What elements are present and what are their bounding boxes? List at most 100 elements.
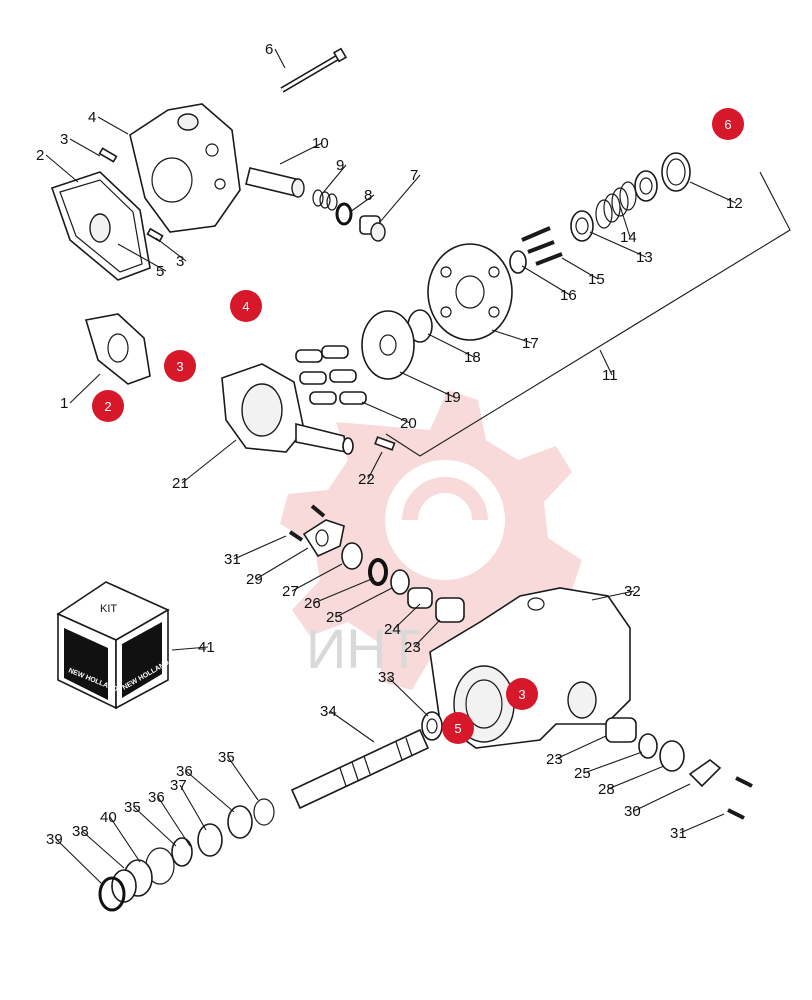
leader-line [171, 646, 209, 651]
part-23-bearing [435, 597, 465, 623]
leader-line [679, 813, 725, 834]
leader-line [69, 138, 101, 157]
part-label-36: 36 [176, 763, 193, 780]
part-37-bearing [197, 823, 223, 857]
part-label-24: 24 [384, 621, 401, 638]
part-36-washer [171, 805, 253, 867]
part-label-31: 31 [670, 825, 687, 842]
leader-line [561, 257, 599, 280]
leader-line [379, 174, 421, 223]
part-label-7: 7 [410, 167, 418, 184]
part-9-spring [312, 189, 338, 211]
part-label-25: 25 [574, 765, 591, 782]
part-6-bolt [280, 47, 348, 93]
part-23-bearing-right [605, 717, 637, 743]
leader-line [361, 401, 411, 424]
part-33-bearing [421, 711, 443, 741]
part-39-snap-ring [98, 876, 126, 912]
part-34-shaft [290, 728, 430, 810]
part-1-plate [84, 313, 151, 385]
watermark-text: ИНТ [306, 617, 421, 680]
leader-line [133, 806, 177, 847]
leader-line [321, 164, 347, 195]
part-label-10: 10 [312, 135, 329, 152]
part-label-25: 25 [326, 609, 343, 626]
part-label-29: 29 [246, 571, 263, 588]
part-label-33: 33 [378, 669, 395, 686]
part-label-17: 17 [522, 335, 539, 352]
part-label-23: 23 [546, 751, 563, 768]
part-label-3: 3 [176, 253, 184, 270]
part-label-28: 28 [598, 781, 615, 798]
kit-label: KIT [100, 603, 117, 615]
part-label-39: 39 [46, 831, 63, 848]
svg-text:6: 6 [724, 117, 731, 132]
leader-line [55, 838, 103, 885]
part-22-key [374, 436, 396, 451]
leader-line [491, 329, 533, 344]
part-label-30: 30 [624, 803, 641, 820]
part-15-screws [521, 226, 563, 266]
part-label-38: 38 [72, 823, 89, 840]
part-2-cover-plate [50, 171, 151, 281]
leader-line [591, 590, 635, 601]
leader-line [427, 333, 475, 358]
svg-text:5: 5 [454, 721, 461, 736]
part-label-41: 41 [198, 639, 215, 656]
part-label-12: 12 [726, 195, 743, 212]
leader-line [689, 181, 737, 204]
part-11-bracket [385, 171, 791, 457]
part-30-flange [688, 759, 722, 788]
leader-line [155, 237, 187, 262]
leader-line [387, 676, 429, 717]
leader-line [181, 439, 237, 484]
part-16-ring [509, 250, 527, 274]
part-label-3: 3 [60, 131, 68, 148]
part-20-pistons [295, 345, 367, 405]
leader-line [45, 154, 79, 183]
leader-line [185, 770, 235, 813]
part-label-34: 34 [320, 703, 337, 720]
part-label-26: 26 [304, 595, 321, 612]
part-21-housing [221, 363, 354, 455]
part-label-18: 18 [464, 349, 481, 366]
part-label-11: 11 [602, 367, 618, 384]
part-label-8: 8 [364, 187, 372, 204]
part-label-22: 22 [358, 471, 375, 488]
svg-text:4: 4 [242, 299, 249, 314]
leader-line [109, 816, 141, 863]
marker-badge-5: 5 [442, 712, 474, 744]
leader-lines [45, 48, 737, 885]
part-31-screw [288, 530, 304, 542]
leader-line [255, 547, 309, 580]
part-label-35: 35 [124, 799, 141, 816]
part-label-35: 35 [218, 749, 235, 766]
leader-line [349, 194, 375, 213]
part-label-16: 16 [560, 287, 577, 304]
leader-line [117, 243, 167, 272]
part-label-36: 36 [148, 789, 165, 806]
part-label-27: 27 [282, 583, 299, 600]
part-8-oring [335, 202, 353, 226]
part-27-seal [341, 542, 363, 570]
marker-badge-3: 3 [506, 678, 538, 710]
kit-box [56, 581, 170, 710]
part-31-screw-right [727, 808, 745, 820]
part-label-2: 2 [36, 147, 44, 164]
part-label-1: 1 [60, 395, 68, 412]
svg-text:3: 3 [518, 687, 525, 702]
leader-line [313, 577, 375, 604]
part-label-13: 13 [636, 249, 653, 266]
part-label-19: 19 [444, 389, 461, 406]
part-26-oring [368, 558, 388, 586]
part-19-plate [361, 310, 415, 380]
part-label-6: 6 [265, 41, 273, 58]
leader-line [291, 563, 343, 592]
leader-line [413, 619, 441, 648]
marker-badge-4: 4 [230, 290, 262, 322]
part-7-plug [359, 215, 386, 242]
part-label-37: 37 [170, 777, 187, 794]
